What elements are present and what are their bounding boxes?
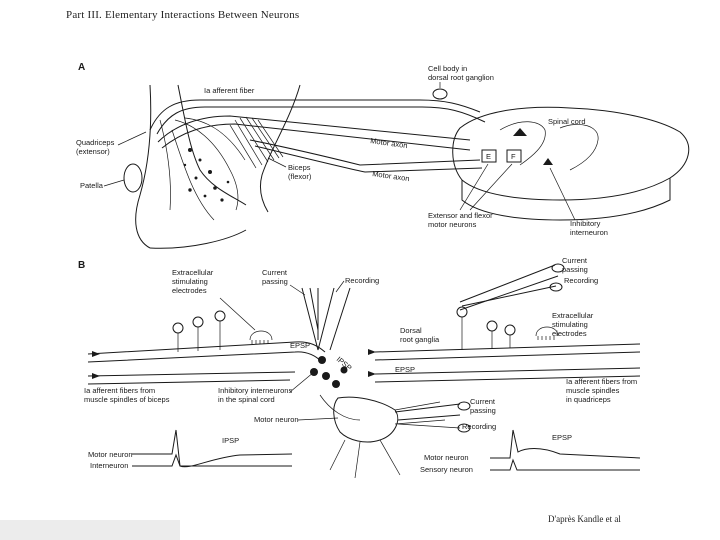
extensor-neuron	[481, 149, 497, 163]
ipsp-trace-group: IPSP Motor neuron Interneuron	[88, 429, 293, 470]
spinal-cord-section: E F	[452, 106, 690, 221]
e-letter: E	[486, 152, 491, 161]
recording-low: Recording	[462, 422, 496, 431]
ipsp-trace-label: IPSP	[222, 436, 239, 445]
panel-b-letter: B	[78, 260, 85, 271]
recording-right: Recording	[564, 276, 598, 285]
epsp-trace-group: EPSP Motor neuron Sensory neuron	[420, 429, 641, 474]
page-header: Part III. Elementary Interactions Betwee…	[66, 9, 300, 21]
panel-a-fibers	[149, 88, 486, 173]
epsp-right: EPSP	[395, 365, 415, 374]
panel-a-letter: A	[78, 62, 85, 73]
bone-texture	[183, 148, 230, 202]
leg-illustration	[123, 84, 301, 249]
panel-b-center	[289, 263, 565, 479]
patella-shape	[123, 163, 143, 193]
flexor-neuron	[506, 149, 522, 163]
motor-axon-1: Motor axon	[370, 136, 408, 150]
epsp-trace-label: EPSP	[552, 433, 572, 442]
trace-motor-right: Motor neuron	[424, 453, 469, 462]
motor-neuron-label: Motor neuron	[254, 415, 299, 424]
svg-text:Biceps(flexor): Biceps(flexor)	[288, 163, 312, 181]
spinal-cord-label: Spinal cord	[548, 117, 586, 126]
epsp-mid: EPSP	[290, 341, 310, 350]
trace-sensory-right: Sensory neuron	[420, 465, 473, 474]
patella-label: Patella	[80, 181, 104, 190]
recording-left: Recording	[345, 276, 379, 285]
trace-motor-left: Motor neuron	[88, 450, 133, 459]
biceps-muscle	[229, 116, 284, 169]
svg-text:Quadriceps(extensor): Quadriceps(extensor)	[76, 138, 115, 156]
motor-axon-2: Motor axon	[372, 169, 410, 183]
trace-inter-left: Interneuron	[90, 461, 128, 470]
ia-fiber-label: Ia afferent fiber	[204, 86, 255, 95]
footer-bar	[0, 520, 180, 540]
credit-text: D'après Kandle et al	[548, 514, 621, 524]
f-letter: F	[511, 152, 516, 161]
